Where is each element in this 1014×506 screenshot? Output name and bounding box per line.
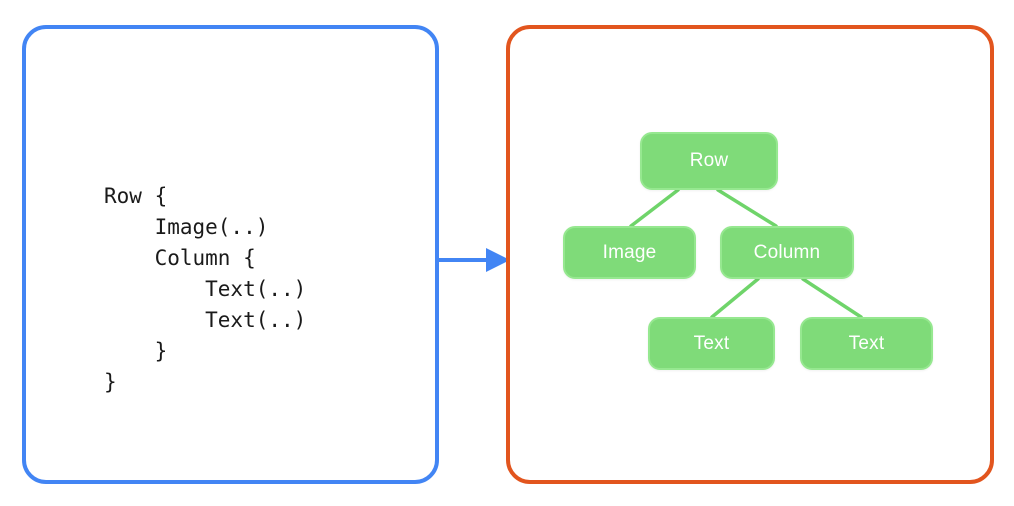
tree-node-image[interactable]: Image: [563, 226, 696, 279]
flow-arrow-icon: [437, 248, 510, 272]
tree-node-row[interactable]: Row: [640, 132, 778, 190]
tree-node-column[interactable]: Column: [720, 226, 854, 279]
code-panel: Row { Image(..) Column { Text(..) Text(.…: [22, 25, 439, 484]
tree-node-text-1[interactable]: Text: [648, 317, 775, 370]
code-snippet: Row { Image(..) Column { Text(..) Text(.…: [104, 184, 307, 394]
tree-node-text-2[interactable]: Text: [800, 317, 933, 370]
